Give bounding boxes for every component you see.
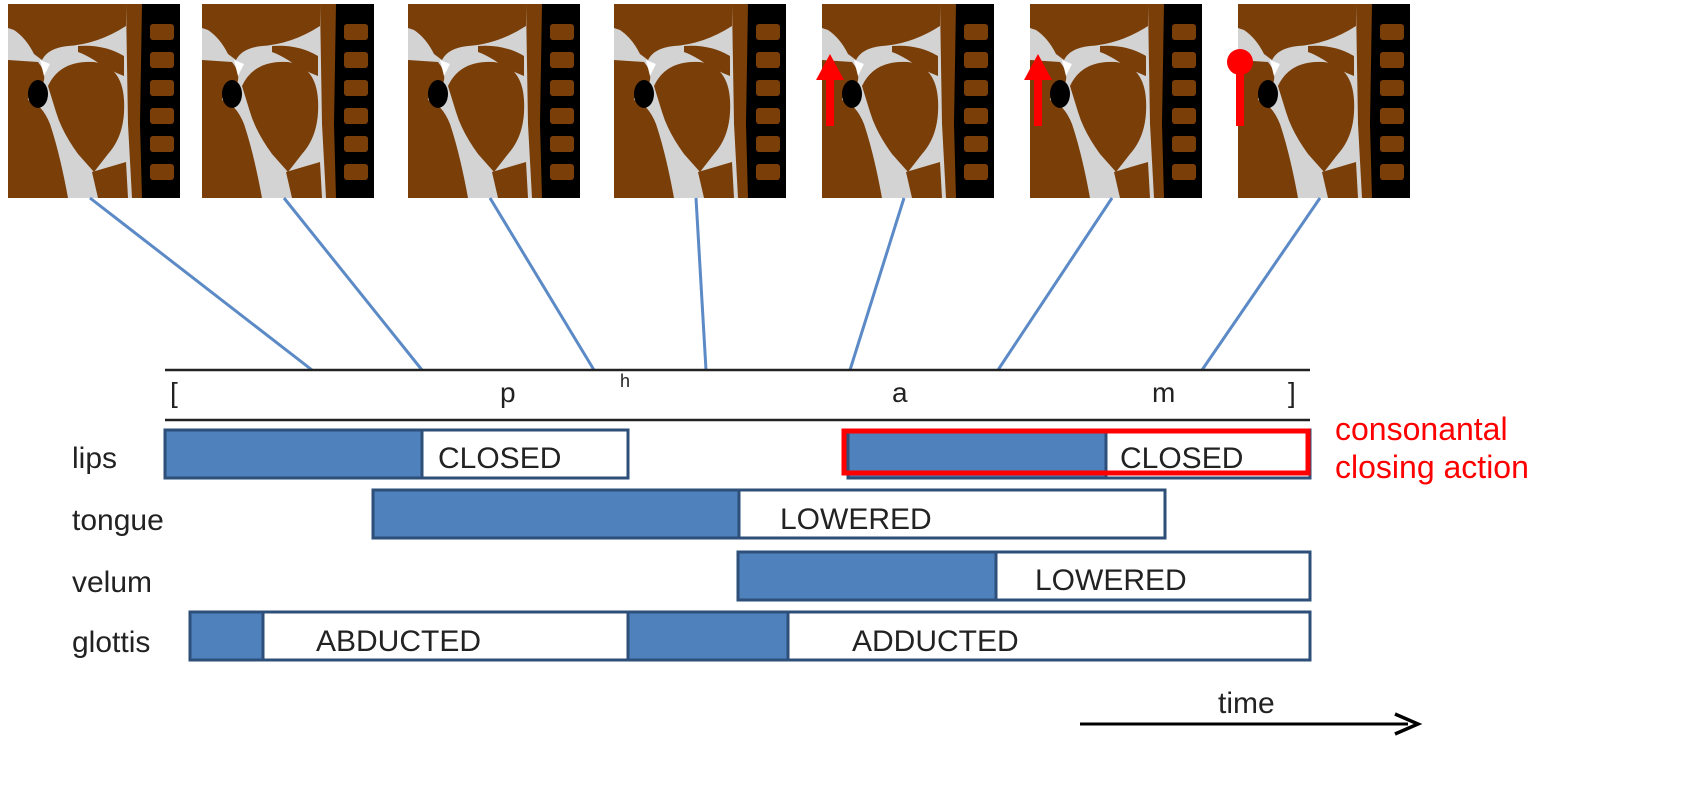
transcription-segment-m: m (1152, 377, 1175, 408)
gesture-glottis-1-state: ABDUCTED (316, 625, 481, 658)
vocal-tract-frame-3 (408, 4, 580, 198)
consonantal-closing-highlight (841, 428, 1311, 476)
time-arrowhead-icon (1394, 712, 1423, 736)
gesture-velum-1: LOWERED (736, 550, 1312, 602)
gesture-lips-2-movement (846, 428, 1108, 480)
gesture-lips-2-state: CLOSED (1120, 442, 1243, 475)
gesture-lips-1-state: CLOSED (438, 442, 561, 475)
frame-connector-6 (996, 197, 1114, 371)
frame-connector-5 (848, 197, 906, 371)
annotation-line-2: closing action (1335, 449, 1529, 485)
transcription-segment-p: p (500, 377, 516, 408)
gesture-tongue-1-state: LOWERED (780, 503, 932, 536)
articulator-hold-pin-icon (1227, 49, 1253, 126)
gesture-velum-1-state: LOWERED (1035, 564, 1187, 597)
gesture-glottis-1-movement (188, 610, 265, 662)
vocal-tract-frame-6 (1030, 4, 1202, 198)
vocal-tract-frame-5 (822, 4, 994, 198)
time-label: time (1218, 687, 1275, 720)
tier-label-tongue: tongue (72, 504, 164, 537)
transcription-close-bracket: ] (1288, 377, 1296, 408)
vocal-tract-frames (8, 4, 1410, 198)
articulator-raise-arrow-icon (816, 54, 844, 126)
transcription-segment-a: a (892, 377, 908, 408)
vocal-tract-frame-1 (8, 4, 180, 198)
frame-connector-4 (694, 197, 708, 371)
transcription-open-bracket: [ (170, 377, 178, 408)
gesture-tongue-1: LOWERED (371, 488, 1167, 540)
gesture-glottis-2-movement (626, 610, 790, 662)
gesture-glottis-2-state: ADDUCTED (852, 625, 1019, 658)
frame-connector-7 (1200, 197, 1322, 371)
frame-connector-2 (282, 197, 424, 371)
articulator-raise-arrow-icon (1024, 54, 1052, 126)
gesture-lips-1: CLOSED (163, 428, 630, 480)
gesture-lips-1-movement (163, 428, 424, 480)
frame-connector-3 (488, 197, 596, 371)
gesture-glottis-1: ABDUCTED (188, 610, 630, 662)
vocal-tract-frame-2 (202, 4, 374, 198)
transcription-segment-h: h (620, 371, 630, 391)
gesture-glottis-2: ADDUCTED (626, 610, 1312, 662)
tier-label-velum: velum (72, 566, 152, 599)
gesture-velum-1-movement (736, 550, 998, 602)
frame-connectors (89, 196, 1322, 372)
gesture-tongue-1-movement (371, 488, 741, 540)
tier-label-lips: lips (72, 442, 117, 475)
frame-connector-1 (89, 196, 313, 372)
annotation-line-1: consonantal (1335, 411, 1508, 447)
vocal-tract-frame-4 (614, 4, 786, 198)
tier-label-glottis: glottis (72, 626, 150, 659)
gesture-lips-2: CLOSED (846, 428, 1312, 480)
vocal-tract-frame-7 (1238, 4, 1410, 198)
